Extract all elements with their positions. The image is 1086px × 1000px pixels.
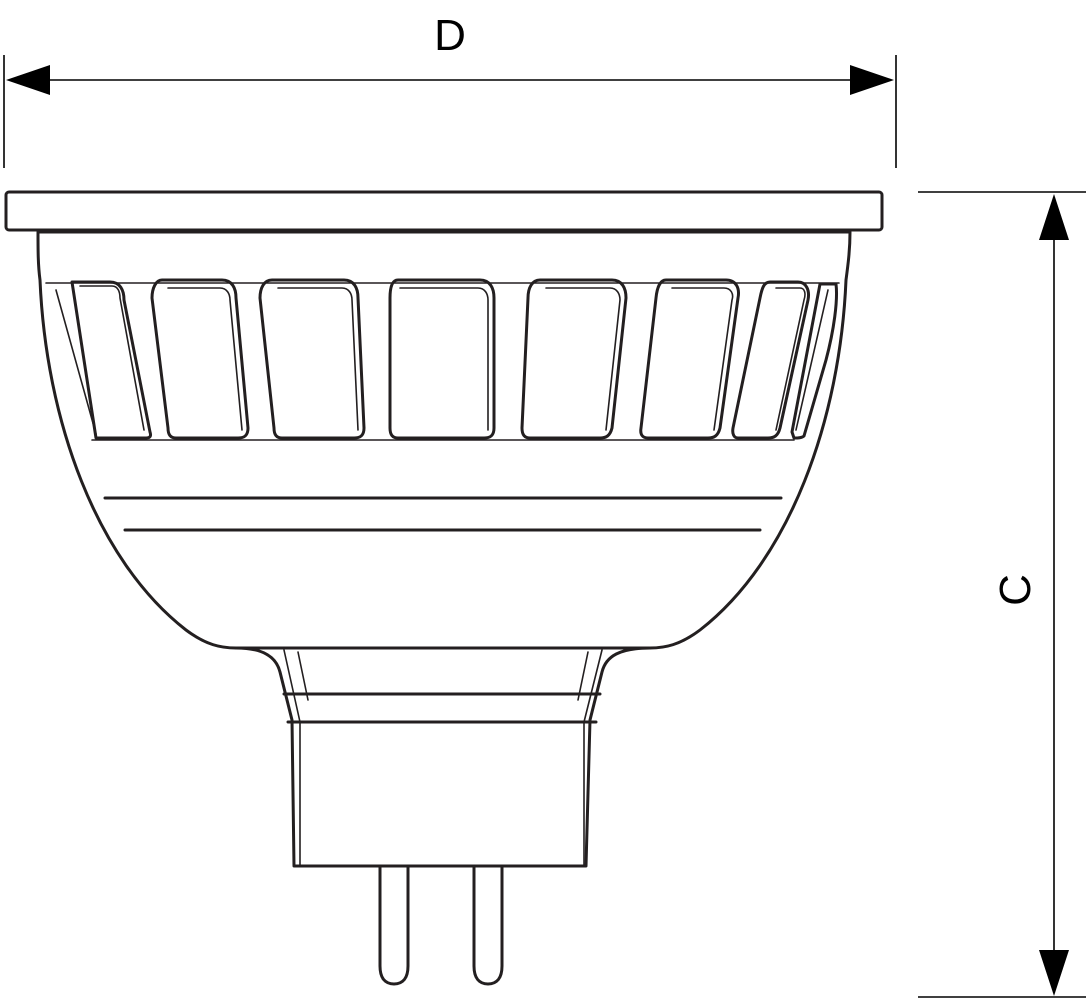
neck-edge-left bbox=[297, 651, 309, 701]
cooling-fins bbox=[55, 278, 838, 440]
fin-inner bbox=[167, 287, 243, 431]
pin-right bbox=[472, 864, 504, 986]
arrow-up-icon bbox=[1039, 194, 1069, 240]
fin-inner bbox=[399, 287, 489, 431]
fin-inner bbox=[795, 289, 829, 431]
arrow-left-icon bbox=[6, 65, 50, 95]
dimension-c: C bbox=[918, 191, 1086, 998]
neck bbox=[234, 646, 652, 868]
fin bbox=[520, 278, 628, 440]
fin-inner bbox=[277, 287, 359, 431]
fin-inner bbox=[55, 289, 97, 435]
fin-inner bbox=[775, 287, 806, 431]
lamp-outline bbox=[4, 190, 884, 986]
pin-left bbox=[378, 864, 410, 986]
fin bbox=[258, 278, 366, 440]
dimension-label-c: C bbox=[991, 574, 1040, 606]
fin bbox=[70, 280, 152, 440]
dimension-label-d: D bbox=[434, 11, 466, 60]
arrow-right-icon bbox=[850, 65, 894, 95]
fin bbox=[388, 278, 496, 440]
dimension-d: D bbox=[3, 11, 897, 168]
fin bbox=[639, 278, 740, 440]
neck-edge-right bbox=[577, 651, 589, 701]
fin bbox=[731, 280, 810, 440]
fin-inner bbox=[671, 287, 734, 431]
fin-inner bbox=[545, 287, 621, 431]
fin bbox=[790, 282, 838, 440]
fin-inner bbox=[79, 285, 145, 431]
front-rim bbox=[4, 190, 884, 232]
fin bbox=[150, 278, 250, 440]
arrow-down-icon bbox=[1039, 950, 1069, 996]
